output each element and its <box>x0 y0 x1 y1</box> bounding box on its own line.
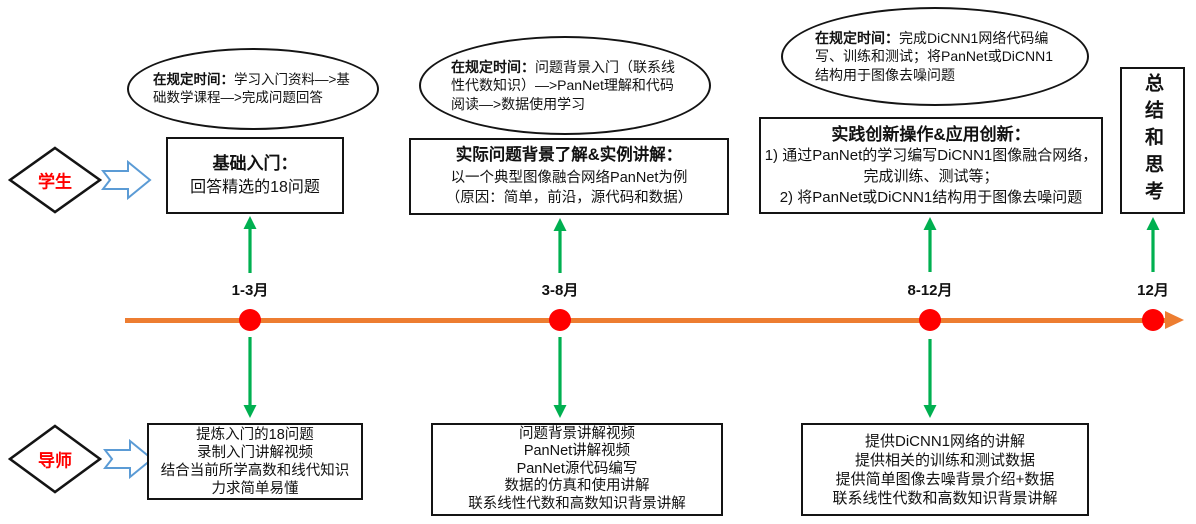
mentor-line: 录制入门讲解视频 <box>197 444 313 461</box>
green-up-arrow-icon <box>1146 217 1160 273</box>
student-label: 学生 <box>38 172 72 192</box>
phase-3-time-prefix: 在规定时间： <box>815 29 899 46</box>
phase-3-time-text: 完成DiCNN1网络代码编写、训练和测试；将PanNet或DiCNN1结构用于图… <box>815 29 1054 83</box>
green-up-arrow-icon <box>553 218 567 274</box>
phase-2-student-box: 实际问题背景了解&实例讲解： 以一个典型图像融合网络PanNet为例 （原因：简… <box>409 138 729 215</box>
phase-2-time-prefix: 在规定时间： <box>451 58 535 75</box>
milestone-dot-1 <box>239 309 261 331</box>
mentor-line: 联系线性代数和高数知识背景讲解 <box>468 495 686 512</box>
green-up-arrow-icon <box>923 217 937 273</box>
phase-2-mentor-box: 问题背景讲解视频 PanNet讲解视频 PanNet源代码编写 数据的仿真和使用… <box>431 423 723 516</box>
milestone-label-3: 8-12月 <box>907 282 953 299</box>
diamond-icon <box>8 424 102 494</box>
phase-2-student-line: 以一个典型图像融合网络PanNet为例 <box>450 169 688 186</box>
green-up-arrow-icon <box>243 216 257 274</box>
phase-3-student-title: 实践创新操作&应用创新： <box>831 124 1031 144</box>
mentor-block-arrow-icon <box>103 439 155 479</box>
mentor-line: PanNet源代码编写 <box>516 460 638 477</box>
mentor-line: 数据的仿真和使用讲解 <box>504 478 650 495</box>
phase-1-time-prefix: 在规定时间： <box>153 72 234 88</box>
mentor-line: 力求简单易懂 <box>211 480 299 497</box>
milestone-label-2: 3-8月 <box>541 282 579 299</box>
phase-3-student-line: 1) 通过PanNet的学习编写DiCNN1图像融合网络，完成训练、测试等； <box>764 147 1098 185</box>
phase-3-mentor-box: 提供DiCNN1网络的讲解 提供相关的训练和测试数据 提供简单图像去噪背景介绍+… <box>801 423 1089 516</box>
phase-1-student-title: 基础入门： <box>212 153 298 173</box>
phase-3-student-line: 2) 将PanNet或DiCNN1结构用于图像去噪问题 <box>779 188 1083 206</box>
mentor-diamond: 导师 <box>8 424 102 494</box>
student-diamond: 学生 <box>8 146 102 214</box>
mentor-line: PanNet讲解视频 <box>523 443 631 460</box>
mentor-label: 导师 <box>38 451 72 471</box>
mentor-line: 提供DiCNN1网络的讲解 <box>864 432 1025 450</box>
phase-3-time-ellipse: 在规定时间：完成DiCNN1网络代码编写、训练和测试；将PanNet或DiCNN… <box>781 7 1089 106</box>
green-down-arrow-icon <box>923 338 937 418</box>
milestone-label-1: 1-3月 <box>231 282 269 299</box>
phase-3-student-box: 实践创新操作&应用创新： 1) 通过PanNet的学习编写DiCNN1图像融合网… <box>759 117 1103 214</box>
milestone-dot-3 <box>919 309 941 331</box>
timeline-line <box>125 318 1167 323</box>
summary-box: 总结和思考 <box>1120 67 1185 214</box>
phase-2-student-title: 实际问题背景了解&实例讲解： <box>455 146 683 165</box>
phase-2-time-ellipse: 在规定时间：问题背景入门（联系线性代数知识）—>PanNet理解和代码阅读—>数… <box>419 36 711 135</box>
timeline-arrowhead-icon <box>1165 311 1184 329</box>
phase-2-time-text: 问题背景入门（联系线性代数知识）—>PanNet理解和代码阅读—>数据使用学习 <box>451 58 675 112</box>
phase-1-mentor-box: 提炼入门的18问题 录制入门讲解视频 结合当前所学高数和线代知识 力求简单易懂 <box>147 423 363 500</box>
milestone-dot-4 <box>1142 309 1164 331</box>
mentor-line: 结合当前所学高数和线代知识 <box>160 462 350 479</box>
mentor-line: 提炼入门的18问题 <box>196 426 314 443</box>
student-block-arrow-icon <box>101 160 153 200</box>
phase-2-student-line: （原因：简单，前沿，源代码和数据） <box>445 190 693 207</box>
summary-text: 总结和思考 <box>1142 73 1163 208</box>
milestone-dot-2 <box>549 309 571 331</box>
phase-1-time-ellipse: 在规定时间：学习入门资料—>基础数学课程—>完成问题回答 <box>127 48 379 130</box>
phase-1-time-text: 学习入门资料—>基础数学课程—>完成问题回答 <box>153 72 350 105</box>
diamond-icon <box>8 146 102 214</box>
mentor-line: 联系线性代数和高数知识背景讲解 <box>832 489 1058 507</box>
milestone-label-4: 12月 <box>1137 282 1169 299</box>
mentor-line: 问题背景讲解视频 <box>519 425 635 442</box>
green-down-arrow-icon <box>553 336 567 418</box>
mentor-line: 提供相关的训练和测试数据 <box>854 451 1035 469</box>
green-down-arrow-icon <box>243 336 257 418</box>
mentor-line: 提供简单图像去噪背景介绍+数据 <box>835 470 1055 488</box>
phase-1-student-line: 回答精选的18问题 <box>190 179 320 197</box>
phase-1-student-box: 基础入门： 回答精选的18问题 <box>166 137 344 214</box>
